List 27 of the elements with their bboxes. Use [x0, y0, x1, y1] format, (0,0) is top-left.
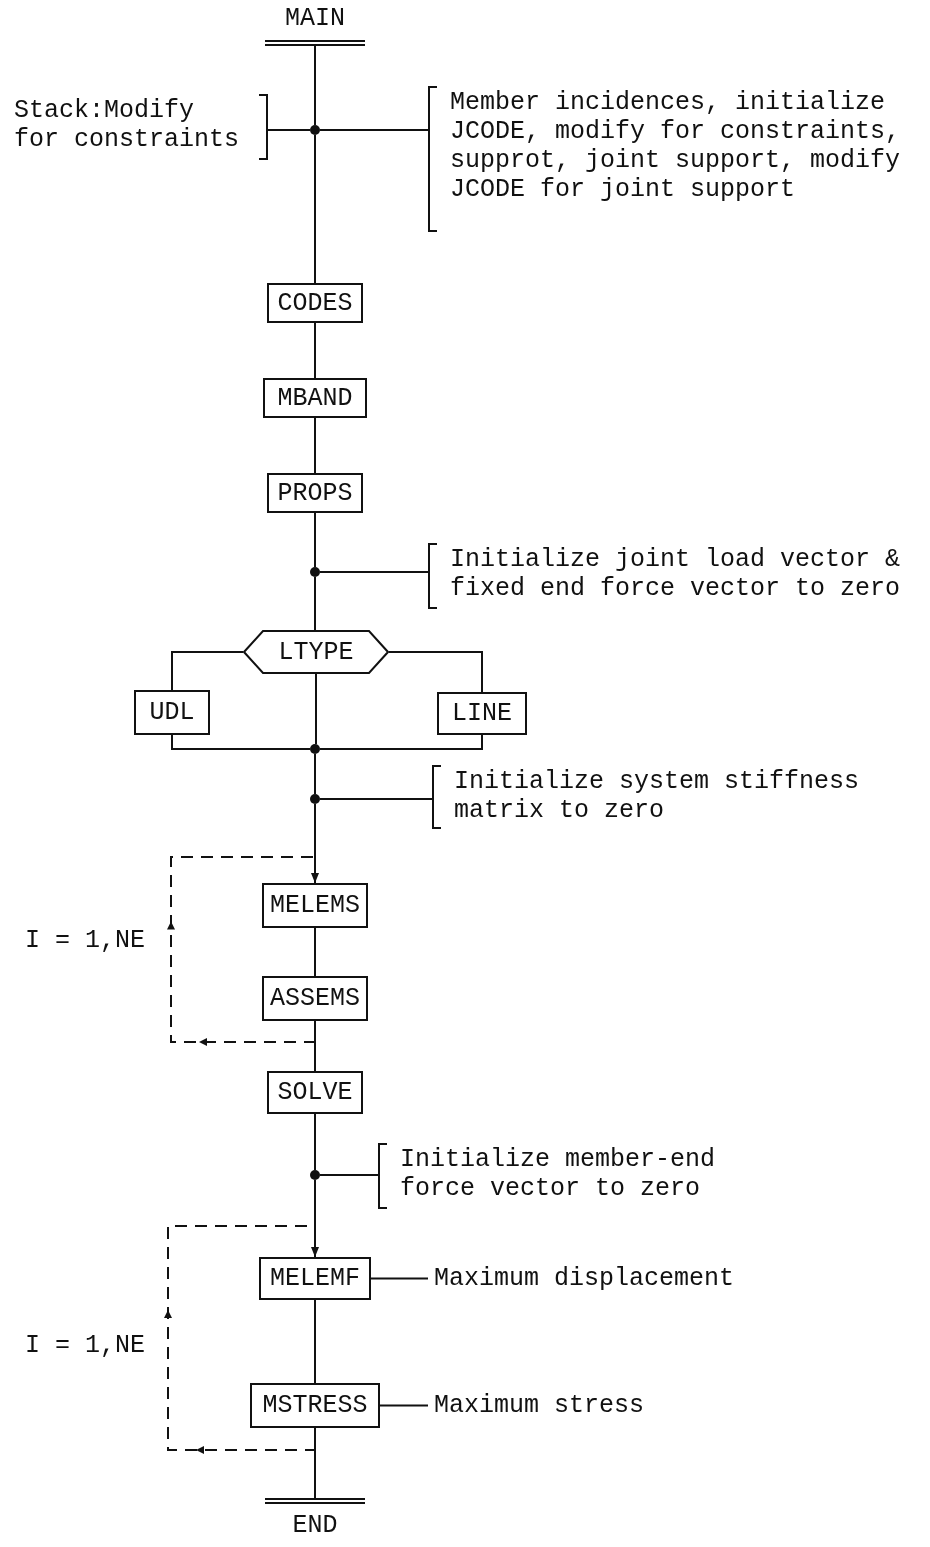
terminal-label: END	[265, 1498, 365, 1542]
process-box: PROPS	[267, 473, 363, 513]
process-box: UDL	[134, 690, 210, 735]
process-box: MSTRESS	[250, 1383, 380, 1428]
junction-dot	[310, 567, 320, 577]
process-box: SOLVE	[267, 1071, 363, 1114]
loop-range-label: I = 1,NE	[25, 926, 146, 955]
junction-dot	[310, 125, 320, 135]
terminal-label: MAIN	[265, 4, 365, 46]
note-text: Stack:Modify for constraints	[14, 96, 241, 154]
process-box: MELEMF	[259, 1257, 371, 1300]
note-text: Initialize joint load vector & fixed end force vector to zero	[450, 545, 902, 603]
process-box: CODES	[267, 283, 363, 323]
annotation-text: Maximum stress	[428, 1391, 688, 1421]
loop-range-label: I = 1,NE	[25, 1331, 146, 1360]
note-text: Initialize member-end force vector to zero	[400, 1145, 717, 1203]
process-box: ASSEMS	[262, 976, 368, 1021]
note-text: Initialize system stiffness matrix to zero	[454, 767, 861, 825]
process-box: LINE	[437, 692, 527, 735]
process-box: MELEMS	[262, 883, 368, 928]
decision-hexagon: LTYPE	[243, 630, 389, 674]
note-text: Member incidences, initialize JCODE, modify for constraints, supprot, joint support, modify JCODE for joint support	[450, 88, 902, 204]
junction-dot	[310, 744, 320, 754]
annotation-text: Maximum displacement	[428, 1264, 768, 1294]
process-box: MBAND	[263, 378, 367, 418]
junction-dot	[310, 794, 320, 804]
junction-dot	[310, 1170, 320, 1180]
